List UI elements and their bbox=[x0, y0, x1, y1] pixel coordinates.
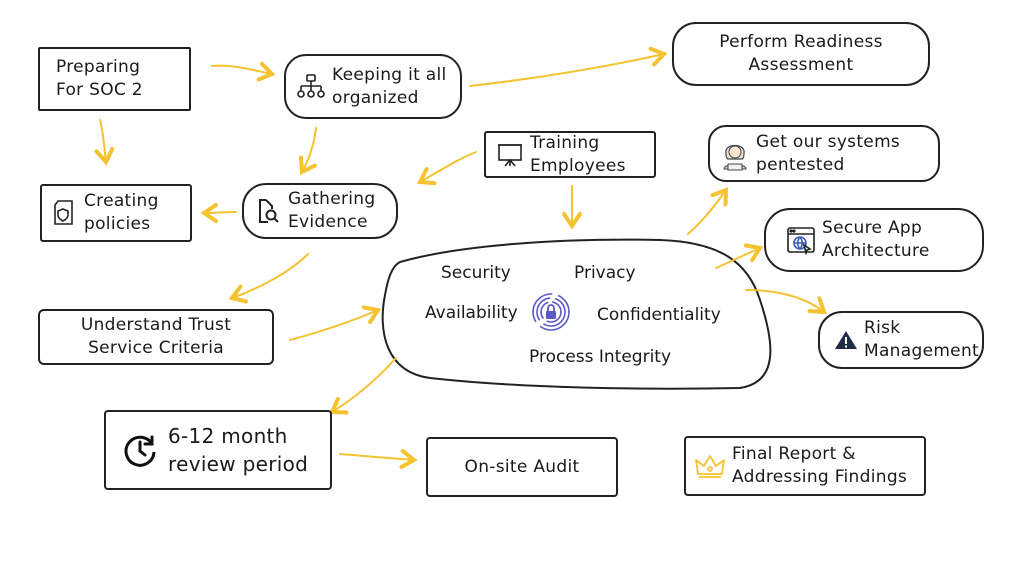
arrow-hub-to-review bbox=[328, 357, 397, 415]
node-final-report: Final Report & Addressing Findings bbox=[684, 436, 926, 496]
presentation-board-icon bbox=[496, 141, 524, 169]
node-label: Final Report & Addressing Findings bbox=[732, 444, 908, 487]
shield-document-icon bbox=[50, 198, 78, 228]
arrow-evidence-to-trust bbox=[228, 253, 309, 304]
node-pentest: Get our systems pentested bbox=[708, 125, 940, 182]
node-readiness-assessment: Perform Readiness Assessment bbox=[672, 22, 930, 86]
clock-icon bbox=[122, 432, 158, 468]
node-label: Training Employees bbox=[530, 132, 626, 176]
node-onsite-audit: On-site Audit bbox=[426, 437, 618, 497]
node-secure-app: Secure App Architecture bbox=[764, 208, 984, 272]
arrow-training-to-evidence bbox=[416, 151, 477, 186]
arrow-hub-to-risk bbox=[745, 289, 827, 315]
node-keeping-organized: Keeping it all organized bbox=[284, 54, 462, 119]
node-label: Get our systems pentested bbox=[756, 131, 901, 175]
trust-criteria-hub-shape bbox=[381, 238, 772, 390]
criteria-availability: Availability bbox=[425, 303, 518, 323]
node-label: Risk Management bbox=[864, 318, 979, 361]
criteria-privacy: Privacy bbox=[574, 263, 636, 283]
node-label: Perform Readiness Assessment bbox=[719, 32, 883, 75]
org-chart-icon bbox=[296, 72, 326, 102]
node-label: Understand Trust Service Criteria bbox=[80, 315, 232, 358]
document-search-icon bbox=[254, 196, 282, 226]
node-risk-management: Risk Management bbox=[818, 311, 984, 369]
node-trust-service-criteria: Understand Trust Service Criteria bbox=[38, 309, 274, 365]
fingerprint-lock-icon bbox=[531, 292, 571, 332]
arrow-trust-to-hub bbox=[289, 305, 382, 341]
arrow-review-to-audit bbox=[339, 449, 418, 469]
node-label: 6-12 month review period bbox=[168, 424, 309, 476]
arrow-hub-to-secureapp bbox=[715, 243, 764, 269]
node-creating-policies: Creating policies bbox=[40, 184, 192, 242]
arrow-hub-to-pentest bbox=[687, 187, 729, 235]
node-training-employees: Training Employees bbox=[484, 131, 656, 178]
arrow-preparing-to-policies bbox=[94, 119, 115, 166]
arrow-preparing-to-organized bbox=[211, 61, 276, 82]
arrow-evidence-to-policies bbox=[200, 202, 237, 223]
criteria-process-integrity: Process Integrity bbox=[529, 347, 672, 367]
node-label: Preparing For SOC 2 bbox=[56, 57, 143, 100]
node-label: Gathering Evidence bbox=[288, 189, 376, 232]
browser-cursor-icon bbox=[786, 225, 816, 255]
pentester-avatar-icon bbox=[720, 137, 750, 171]
warning-triangle-icon bbox=[834, 329, 858, 351]
criteria-security: Security bbox=[441, 263, 511, 283]
node-label: Secure App Architecture bbox=[822, 218, 930, 261]
node-preparing-for-soc2: Preparing For SOC 2 bbox=[38, 47, 191, 111]
node-review-period: 6-12 month review period bbox=[104, 410, 332, 490]
node-label: Creating policies bbox=[84, 191, 159, 234]
arrow-organized-to-evidence bbox=[299, 127, 317, 176]
criteria-confidentiality: Confidentiality bbox=[597, 305, 721, 325]
node-label: Keeping it all organized bbox=[332, 64, 447, 108]
node-gathering-evidence: Gathering Evidence bbox=[242, 183, 398, 239]
arrow-organized-to-readiness bbox=[469, 46, 668, 87]
crown-icon bbox=[694, 452, 726, 480]
node-label: On-site Audit bbox=[464, 456, 580, 477]
